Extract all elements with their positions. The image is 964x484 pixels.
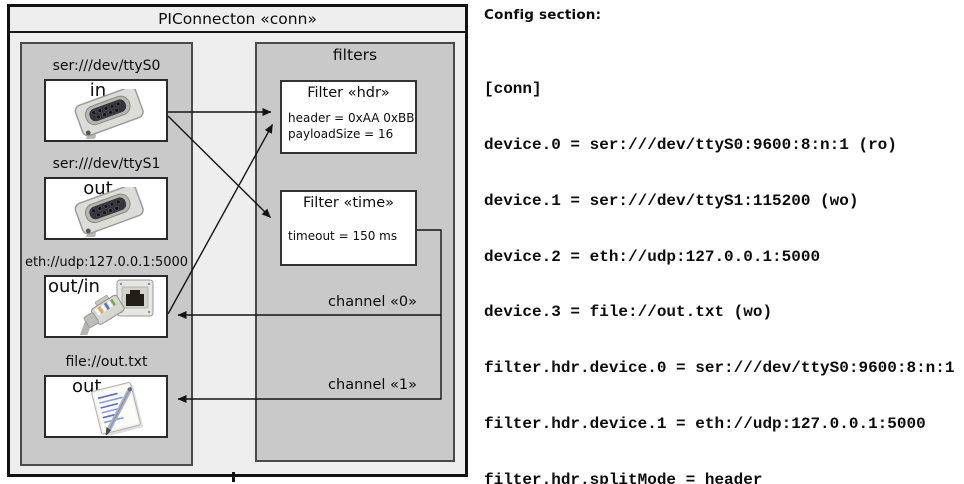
- filter-title: Filter «time»: [302, 195, 395, 211]
- config-line: filter.hdr.splitMode = header: [484, 470, 763, 484]
- notepad-icon: [91, 381, 143, 435]
- device-label: ser:///dev/ttyS0: [52, 58, 161, 74]
- config-heading: Config section:: [484, 7, 602, 23]
- bottom-tick-mark: [232, 472, 235, 482]
- device-label: eth://udp:127.0.0.1:5000: [24, 255, 189, 270]
- diagram-title: PIConnecton «conn»: [10, 7, 465, 33]
- config-text-block: [conn] device.0 = ser:///dev/ttyS0:9600:…: [484, 43, 962, 484]
- filter-time-box: Filter «time» timeout = 150 ms: [280, 190, 417, 266]
- rj45-socket-icon: [116, 279, 154, 317]
- device-direction-label: out/in: [48, 276, 100, 297]
- channel-1-label: channel «1»: [328, 377, 417, 393]
- device-direction-label: in: [89, 80, 107, 101]
- device-box-eth: out/in: [44, 275, 168, 338]
- filters-panel: filters Filter «hdr» header = 0xAA 0xBB …: [255, 42, 455, 462]
- filter-hdr-box: Filter «hdr» header = 0xAA 0xBB payloadS…: [280, 80, 417, 154]
- filter-param: payloadSize = 16: [288, 127, 394, 141]
- channel-0-label: channel «0»: [328, 294, 417, 310]
- device-box-file: out: [44, 375, 168, 438]
- device-group-ttys1: ser:///dev/ttyS1 out: [22, 156, 191, 240]
- config-line: filter.hdr.device.1 = eth://udp:127.0.0.…: [484, 414, 926, 433]
- config-line: [conn]: [484, 80, 542, 99]
- db9-serial-connector-icon: [74, 89, 144, 139]
- filter-title: Filter «hdr»: [307, 85, 390, 101]
- config-line: device.2 = eth://udp:127.0.0.1:5000: [484, 247, 821, 266]
- device-label: file://out.txt: [65, 354, 148, 370]
- db9-serial-connector-icon: [74, 187, 144, 237]
- config-line: device.3 = file://out.txt (wo): [484, 303, 773, 322]
- device-group-ttys0: ser:///dev/ttyS0 in: [22, 58, 191, 142]
- config-line: filter.hdr.device.0 = ser:///dev/ttyS0:9…: [484, 359, 955, 378]
- devices-panel: ser:///dev/ttyS0 in: [20, 42, 193, 466]
- config-line: device.0 = ser:///dev/ttyS0:9600:8:n:1 (…: [484, 135, 897, 154]
- device-group-eth: eth://udp:127.0.0.1:5000 out/in: [22, 254, 191, 338]
- device-box-ttys0: in: [44, 79, 168, 142]
- filter-param: header = 0xAA 0xBB: [288, 111, 415, 125]
- filter-param: timeout = 150 ms: [288, 229, 398, 243]
- rj45-plug-icon: [78, 294, 125, 335]
- device-group-file: file://out.txt out: [22, 354, 191, 438]
- filters-panel-title: filters: [332, 46, 378, 64]
- config-line: device.1 = ser:///dev/ttyS1:115200 (wo): [484, 191, 859, 210]
- device-label: ser:///dev/ttyS1: [52, 156, 161, 172]
- device-box-ttys1: out: [44, 177, 168, 240]
